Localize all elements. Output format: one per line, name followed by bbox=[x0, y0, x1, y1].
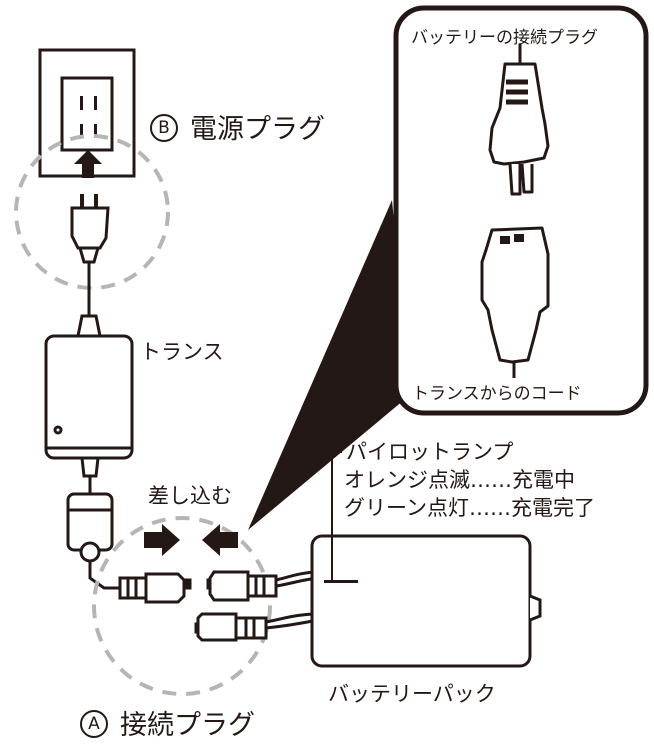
power-plug-label: B 電源プラグ bbox=[150, 113, 325, 145]
pilot-lamp-leader-line bbox=[331, 451, 342, 580]
pilot-lamp-title: パイロットランプ bbox=[346, 440, 514, 464]
battery-connector-illustration bbox=[488, 44, 550, 196]
left-arrow-icon bbox=[202, 524, 238, 556]
right-arrow-icon bbox=[144, 524, 180, 556]
insert-label: 差し込む bbox=[148, 484, 232, 508]
power-plug-text: 電源プラグ bbox=[190, 114, 325, 145]
connection-zoom-circle bbox=[92, 516, 272, 696]
connection-plug-label: A 接続プラグ bbox=[80, 709, 255, 741]
up-arrow-icon bbox=[74, 150, 102, 178]
battery-pack-illustration bbox=[310, 534, 542, 668]
callout-bottom-label: トランスからのコード bbox=[412, 384, 582, 404]
battery-connectors-illustration bbox=[194, 570, 319, 642]
callout-frame bbox=[393, 5, 649, 416]
pilot-lamp-green: グリーン点灯……充電完了 bbox=[344, 496, 595, 520]
marker-b-icon: B bbox=[150, 113, 178, 142]
battery-pack-label: バッテリーパック bbox=[328, 682, 496, 706]
marker-a-icon: A bbox=[80, 709, 108, 738]
transformer-connector-illustration bbox=[118, 572, 192, 604]
power-plug-illustration bbox=[70, 194, 110, 338]
transformer-illustration bbox=[44, 334, 134, 590]
callout-pointer bbox=[248, 200, 410, 530]
transformer-cord-plug-illustration bbox=[480, 226, 550, 378]
transformer-label: トランス bbox=[140, 340, 224, 364]
pilot-lamp-orange: オレンジ点滅……充電中 bbox=[344, 468, 575, 492]
callout-top-label: バッテリーの接続プラグ bbox=[411, 28, 598, 48]
plug-zoom-circle bbox=[14, 134, 170, 290]
connection-plug-text: 接続プラグ bbox=[120, 710, 255, 741]
